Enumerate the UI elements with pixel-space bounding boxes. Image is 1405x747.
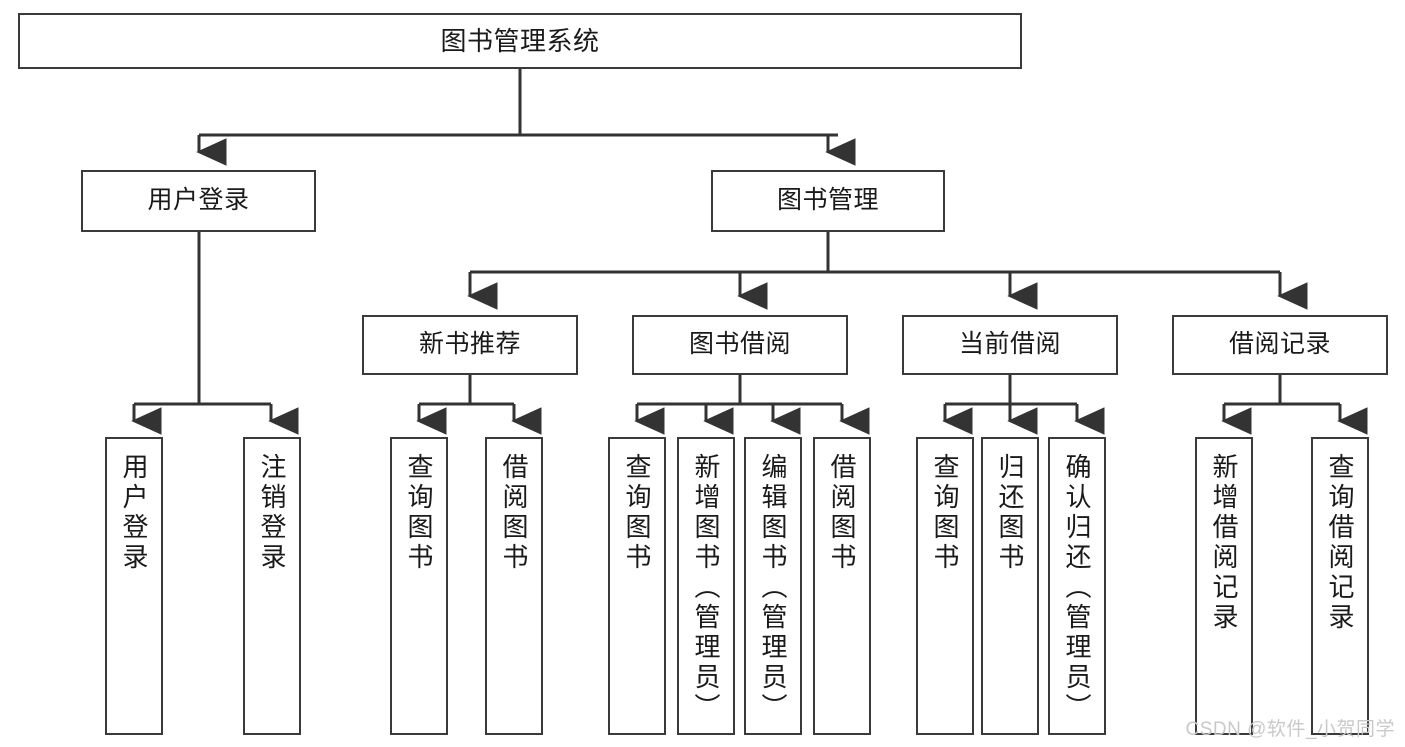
leaf-borrow-book-2[interactable]: 借阅图书 xyxy=(813,437,871,735)
node-label: 查询图书 xyxy=(622,453,652,573)
leaf-query-book-1[interactable]: 查询图书 xyxy=(390,437,448,735)
node-label: 图书管理系统 xyxy=(440,25,600,56)
node-label: 新增借阅记录 xyxy=(1209,453,1239,633)
node-label: 注销登录 xyxy=(257,453,287,573)
leaf-add-record[interactable]: 新增借阅记录 xyxy=(1195,437,1253,735)
leaf-confirm-return[interactable]: 确认归还（管理员） xyxy=(1048,437,1106,735)
node-borrow-record[interactable]: 借阅记录 xyxy=(1172,315,1388,375)
node-label: 用户登录 xyxy=(147,186,250,215)
leaf-edit-book[interactable]: 编辑图书（管理员） xyxy=(744,437,802,735)
leaf-query-record[interactable]: 查询借阅记录 xyxy=(1311,437,1369,735)
node-label: 图书借阅 xyxy=(688,330,791,359)
node-label: 查询图书 xyxy=(404,453,434,573)
node-label: 新增图书（管理员） xyxy=(691,453,721,723)
node-root-system[interactable]: 图书管理系统 xyxy=(18,13,1022,69)
node-label: 查询图书 xyxy=(930,453,960,573)
leaf-user-login[interactable]: 用户登录 xyxy=(105,437,163,735)
node-label: 新书推荐 xyxy=(418,330,521,359)
node-label: 归还图书 xyxy=(995,453,1025,573)
node-book-management[interactable]: 图书管理 xyxy=(711,170,945,232)
leaf-query-book-3[interactable]: 查询图书 xyxy=(916,437,974,735)
leaf-add-book[interactable]: 新增图书（管理员） xyxy=(677,437,735,735)
node-label: 借阅记录 xyxy=(1228,330,1331,359)
node-label: 图书管理 xyxy=(776,186,879,215)
leaf-logout-login[interactable]: 注销登录 xyxy=(243,437,301,735)
node-new-book-recommend[interactable]: 新书推荐 xyxy=(362,315,578,375)
node-label: 编辑图书（管理员） xyxy=(758,453,788,723)
leaf-query-book-2[interactable]: 查询图书 xyxy=(608,437,666,735)
node-label: 借阅图书 xyxy=(827,453,857,573)
leaf-return-book[interactable]: 归还图书 xyxy=(981,437,1039,735)
node-label: 确认归还（管理员） xyxy=(1062,453,1092,723)
node-book-borrow[interactable]: 图书借阅 xyxy=(632,315,848,375)
node-label: 借阅图书 xyxy=(499,453,529,573)
node-user-login[interactable]: 用户登录 xyxy=(81,170,316,232)
node-label: 当前借阅 xyxy=(958,330,1061,359)
node-label: 用户登录 xyxy=(119,453,149,573)
node-label: 查询借阅记录 xyxy=(1325,453,1355,633)
node-current-borrow[interactable]: 当前借阅 xyxy=(902,315,1118,375)
watermark-text: CSDN @软件_小贺同学 xyxy=(1185,719,1395,740)
leaf-borrow-book-1[interactable]: 借阅图书 xyxy=(485,437,543,735)
